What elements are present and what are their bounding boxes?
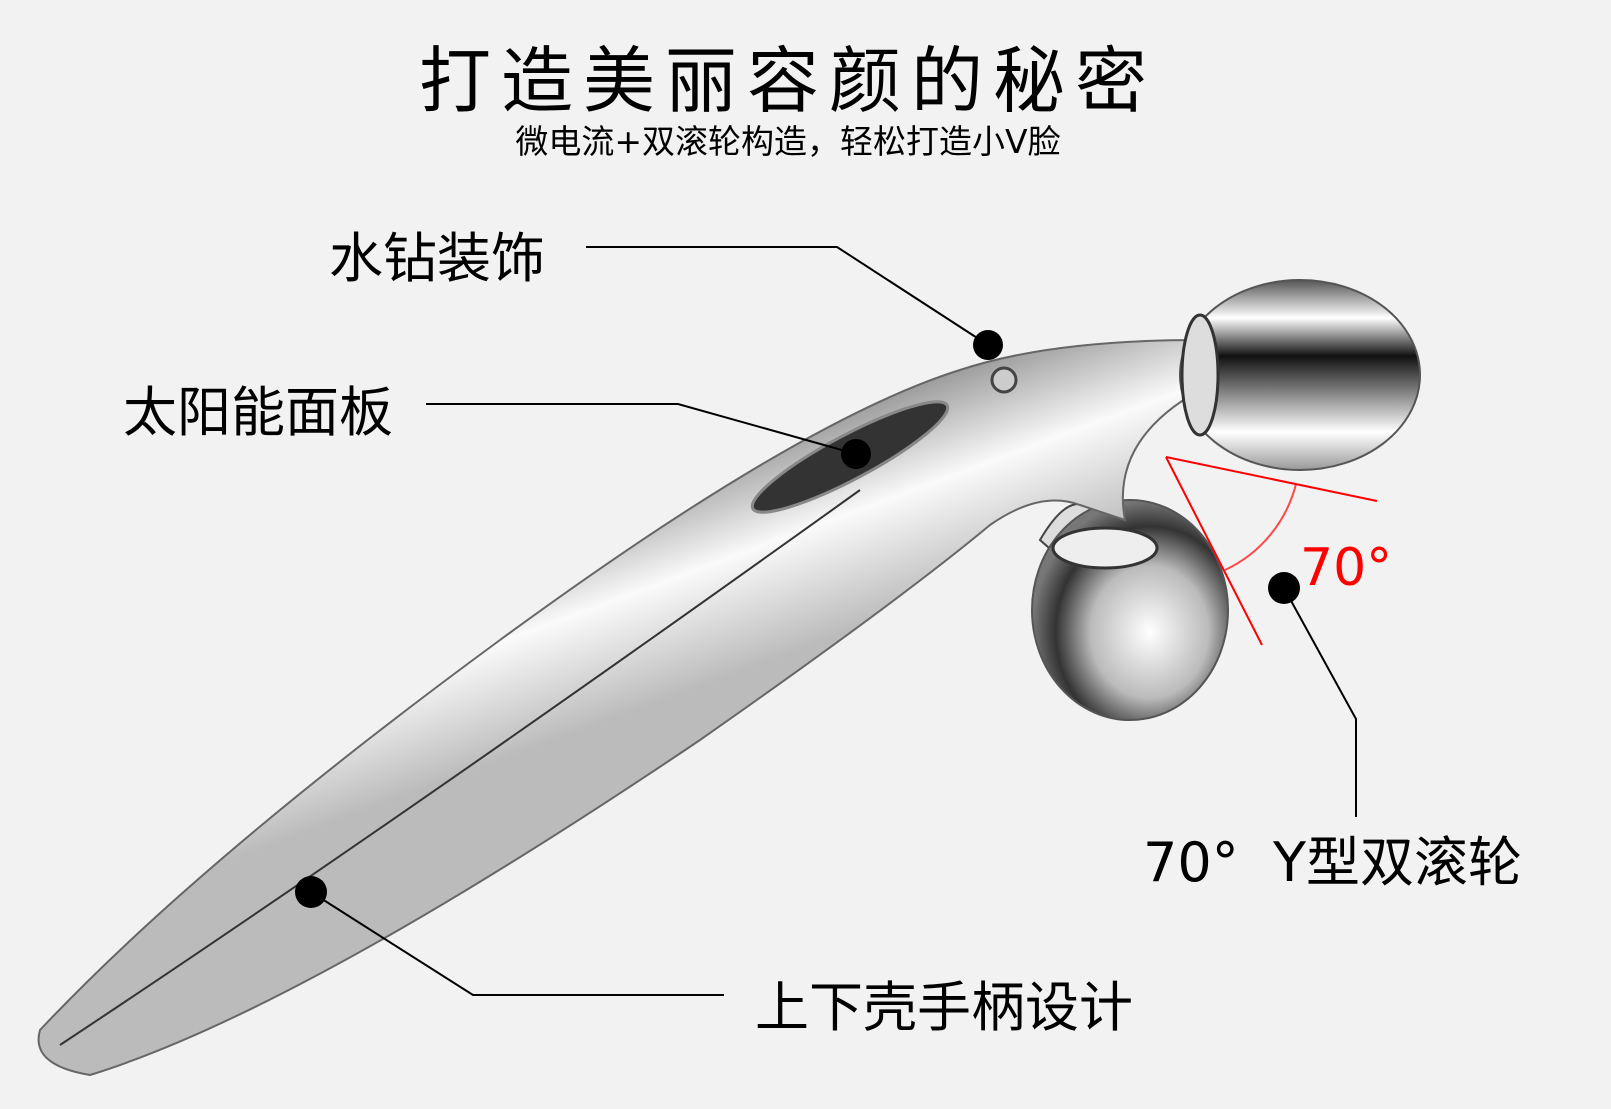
- handle-body: [37, 338, 1201, 1077]
- page-title: 打造美丽容颜的秘密: [418, 39, 1157, 123]
- page-subtitle: 微电流+双滚轮构造，轻松打造小V脸: [515, 122, 1061, 161]
- angle-marker: [1165, 456, 1378, 646]
- rhinestone: [990, 366, 1018, 394]
- label-handle: 上下壳手柄设计: [755, 976, 1133, 1039]
- callout-dots: [295, 330, 1300, 908]
- angle-label: 70°: [1300, 538, 1393, 598]
- lower-roller: [1031, 499, 1229, 721]
- label-rhinestone: 水钻装饰: [329, 227, 545, 290]
- label-solar-panel: 太阳能面板: [123, 381, 393, 444]
- leader-lines: [310, 246, 1357, 996]
- upper-roller: [1179, 279, 1421, 471]
- label-rollers: 70° Y型双滚轮: [1143, 831, 1523, 894]
